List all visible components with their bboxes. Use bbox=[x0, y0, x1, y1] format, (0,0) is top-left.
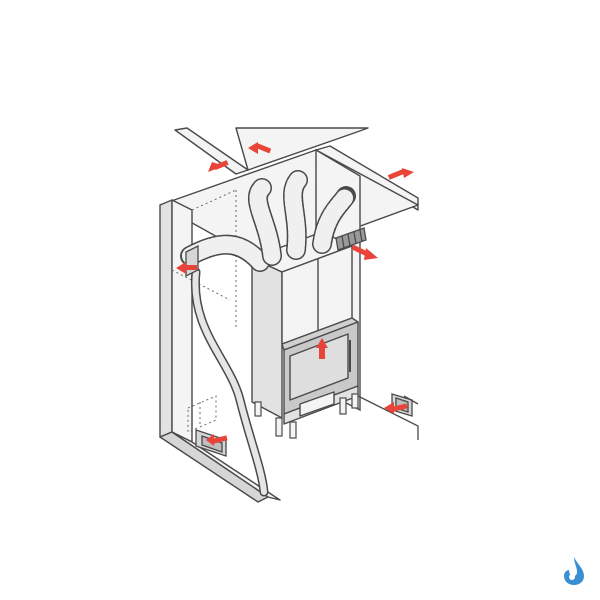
flex-ducts bbox=[180, 170, 356, 272]
airflow-arrow-ceiling-left-shaft bbox=[213, 160, 229, 171]
right-grille bbox=[335, 227, 367, 251]
airflow-arrow-ceiling-center bbox=[248, 142, 258, 154]
insert-legs bbox=[254, 393, 359, 439]
airflow-arrows bbox=[176, 142, 414, 446]
airflow-arrow-right-grille bbox=[364, 248, 378, 260]
airflow-arrow-floor-left bbox=[206, 434, 214, 446]
left-wall-outlet bbox=[185, 244, 199, 278]
air-intake-pipe bbox=[190, 267, 269, 497]
airflow-arrow-left-outlet bbox=[176, 262, 186, 274]
airflow-arrow-insert-up bbox=[316, 338, 328, 348]
left-wall bbox=[159, 199, 281, 503]
floor-vent-right bbox=[357, 393, 419, 440]
hood-outline bbox=[171, 189, 237, 433]
airflow-arrow-ceiling-right bbox=[402, 168, 414, 178]
water-drop-logo-icon bbox=[564, 557, 584, 585]
airflow-arrow-floor-right bbox=[384, 402, 394, 414]
